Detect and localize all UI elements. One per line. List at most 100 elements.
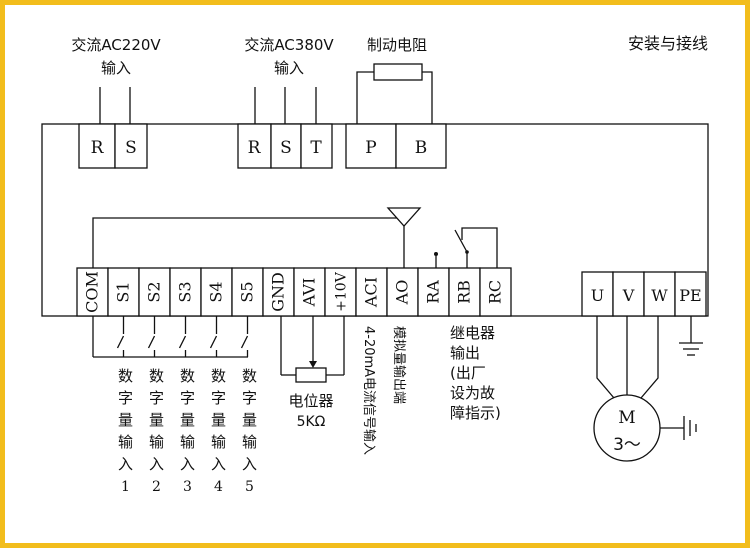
terminal-pe — [674, 271, 707, 317]
potentiometer-value: 5KΩ — [297, 414, 326, 430]
terminal-label: U — [591, 286, 604, 305]
digital-input-label-char: 输 — [118, 433, 133, 451]
digital-input-label-char: 入 — [149, 455, 164, 473]
terminal-block-380v: R S T — [237, 123, 333, 169]
relay-contact-symbol — [434, 227, 498, 268]
pe-ground-icon — [679, 316, 703, 356]
terminal-label: W — [651, 286, 668, 305]
terminal-block-220v: R S — [78, 123, 148, 169]
terminal-avi — [293, 267, 326, 317]
relay-label-line: 设为故 — [450, 384, 495, 402]
digital-input-label-char: 入 — [180, 455, 195, 473]
digital-input-label-char: 输 — [211, 433, 226, 451]
terminal-rc — [479, 267, 512, 317]
digital-input-switches — [92, 316, 249, 358]
aci-input-label: 4-20mA电流信号输入 — [361, 326, 377, 455]
digital-input-label-char: 1 — [121, 479, 130, 495]
terminal-label: S2 — [145, 281, 164, 302]
terminal-label: RC — [486, 280, 505, 304]
digital-input-label-char: 数 — [118, 367, 133, 385]
control-terminal-block: COM S1 S2 S3 S4 S5 GND AVI +10V ACI AO RA RB RC — [76, 267, 512, 317]
terminal-label: PE — [679, 286, 701, 305]
digital-input-label-char: 数 — [211, 367, 226, 385]
digital-input-label-char: 入 — [118, 455, 133, 473]
relay-label-line: 障指示) — [450, 404, 501, 422]
ao-label-text: 模拟量输出端 — [391, 326, 407, 404]
terminal-label: V — [622, 286, 635, 305]
digital-input-label-char: 5 — [245, 479, 254, 495]
digital-input-label-char: 字 — [211, 389, 226, 407]
digital-input-label-char: 输 — [180, 433, 195, 451]
terminal-b — [395, 123, 447, 169]
relay-label-line: (出厂 — [450, 364, 486, 382]
digital-input-label-char: 输 — [242, 433, 257, 451]
terminal-ra — [417, 267, 450, 317]
terminal-label: COM — [83, 271, 102, 313]
digital-input-label-char: 3 — [183, 479, 192, 495]
terminal-220-s-label: S — [125, 138, 137, 158]
ac220-label: 交流AC220V — [71, 36, 161, 54]
digital-input-label-char: 字 — [242, 389, 257, 407]
potentiometer-symbol — [280, 316, 345, 383]
terminal-label: AVI — [300, 278, 319, 308]
ac380-label: 交流AC380V — [244, 36, 334, 54]
digital-input-label-char: 字 — [149, 389, 164, 407]
terminal-label: S5 — [238, 281, 257, 302]
motor-label: M — [618, 408, 635, 428]
brake-resistor-label: 制动电阻 — [367, 36, 427, 54]
diagram-title: 安装与接线 — [628, 34, 708, 53]
terminal-label: S3 — [176, 281, 195, 302]
terminal-380-t-label: T — [310, 138, 322, 158]
terminal-label: S1 — [114, 281, 133, 302]
digital-input-label-char: 入 — [242, 455, 257, 473]
terminal-220-s — [114, 123, 148, 169]
digital-input-label-char: 量 — [118, 411, 133, 429]
aci-label-text: 4-20mA电流信号输入 — [361, 326, 377, 455]
terminal-label: RA — [424, 280, 443, 304]
terminal-label: S4 — [207, 281, 226, 302]
terminal-380-r-label: R — [248, 138, 262, 158]
terminal-380-t — [300, 123, 333, 169]
terminal-ao — [386, 267, 419, 317]
ac220-input-label: 输入 — [101, 59, 131, 77]
terminal-label: ACI — [362, 277, 381, 308]
terminal-label: GND — [269, 272, 288, 312]
digital-input-label-char: 字 — [180, 389, 195, 407]
potentiometer-label: 电位器 — [288, 392, 333, 410]
digital-input-label-char: 入 — [211, 455, 226, 473]
terminal-p — [345, 123, 397, 169]
digital-input-label-char: 量 — [242, 411, 257, 429]
terminal-220-r-label: R — [91, 138, 105, 158]
terminal-gnd — [262, 267, 295, 317]
ao-antenna-symbol — [386, 207, 422, 227]
digital-input-label-char: 4 — [214, 479, 223, 495]
terminal-b-label: B — [415, 138, 428, 158]
terminal-block-brake: P B — [345, 123, 447, 169]
terminal-label: RB — [455, 280, 474, 304]
digital-input-label-char: 字 — [118, 389, 133, 407]
digital-input-label-char: 量 — [211, 411, 226, 429]
motor-phase-label: 3～ — [613, 435, 641, 455]
digital-input-label-char: 数 — [180, 367, 195, 385]
terminal-s4 — [200, 267, 233, 317]
digital-input-label-char: 数 — [149, 367, 164, 385]
digital-input-label-char: 输 — [149, 433, 164, 451]
terminal-380-s — [270, 123, 302, 169]
digital-input-label-char: 数 — [242, 367, 257, 385]
terminal-label: AO — [393, 280, 412, 306]
ao-output-label: 模拟量输出端 — [391, 326, 407, 404]
terminal-380-s-label: S — [280, 138, 292, 158]
brake-resistor-symbol — [373, 63, 423, 81]
digital-input-label-char: 量 — [149, 411, 164, 429]
ac380-input-label: 输入 — [274, 59, 304, 77]
digital-input-label-char: 量 — [180, 411, 195, 429]
terminal-s5 — [231, 267, 264, 317]
motor-ground-icon — [660, 416, 697, 440]
terminal-label: +10V — [334, 271, 350, 312]
relay-label-line: 继电器 — [450, 324, 495, 342]
terminal-rb — [448, 267, 481, 317]
